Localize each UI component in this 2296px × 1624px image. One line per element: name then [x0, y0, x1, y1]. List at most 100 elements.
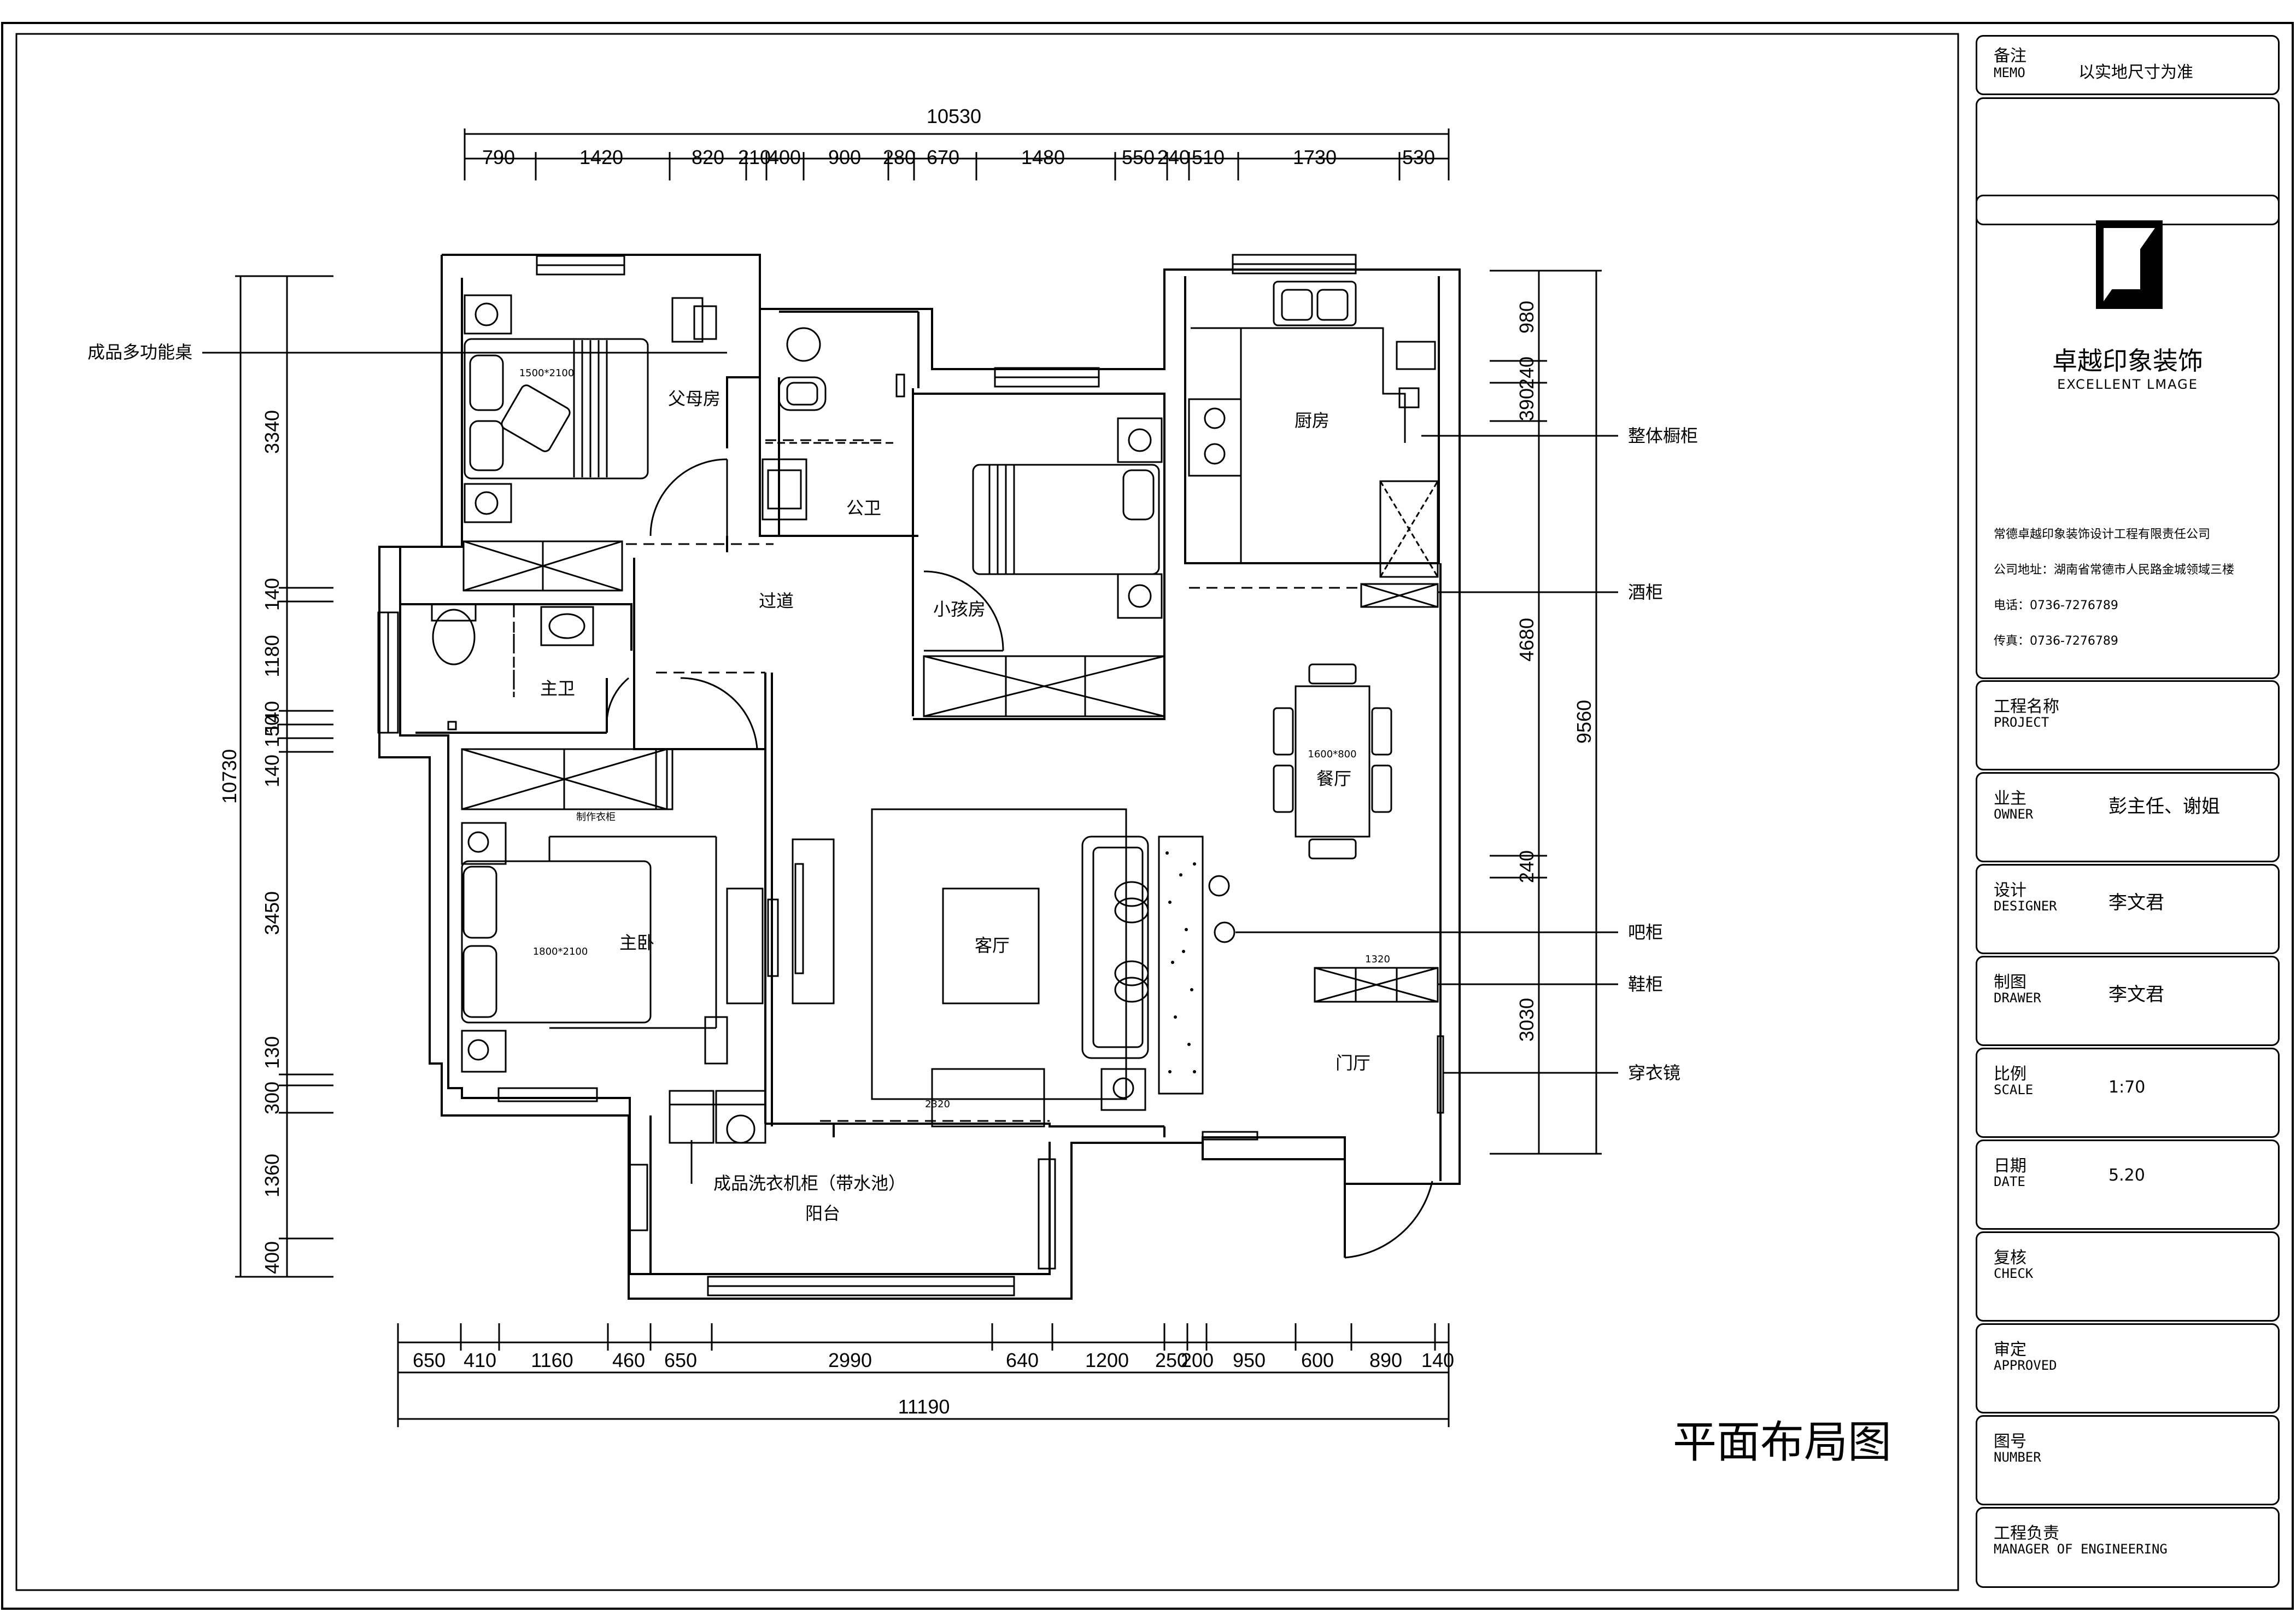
wardrobe-note: 制作衣柜	[576, 811, 616, 823]
dim-right: 4680	[1515, 618, 1538, 662]
bar-cabinet	[1158, 836, 1204, 1095]
company-phone: 电话：0736-7276789	[1994, 599, 2118, 612]
leader-lines	[202, 352, 1618, 1184]
check-label-en: CHECK	[1994, 1266, 2034, 1281]
project-label: 工程名称	[1994, 697, 2059, 716]
dim-bottom: 600	[1301, 1349, 1334, 1371]
drawer-cell: 制图 DRAWER 李文君	[1976, 956, 2280, 1046]
dim-top: 820	[692, 146, 724, 168]
dim-top: 1480	[1021, 146, 1065, 168]
approved-label-en: APPROVED	[1994, 1358, 2057, 1373]
bar-hatch	[1165, 851, 1196, 1073]
company-logo-icon	[2096, 220, 2163, 309]
company-cell: 卓越印象装饰 EXCELLENT LMAGE 常德卓越印象装饰设计工程有限责任公…	[1976, 195, 2280, 679]
room-label-parents: 父母房	[668, 388, 721, 409]
dim-left-total: 10730	[218, 749, 241, 804]
memo-label: 备注	[1994, 46, 2026, 66]
dim-right: 390	[1515, 388, 1538, 421]
walls	[378, 254, 1461, 1300]
dim-bottom-total: 11190	[898, 1395, 950, 1418]
master-bed-size: 1800*2100	[533, 946, 588, 957]
dim-top: 210	[738, 146, 771, 168]
scale-label-en: SCALE	[1994, 1082, 2034, 1097]
company-address: 公司地址：湖南省常德市人民路金城领域三楼	[1994, 563, 2235, 577]
dim-left: 140	[261, 755, 283, 787]
outer-frame	[1, 22, 2294, 1610]
sofa	[1081, 836, 1149, 1059]
number-cell: 图号 NUMBER	[1976, 1415, 2280, 1505]
company-name-en: EXCELLENT LMAGE	[2057, 377, 2198, 392]
date-value: 5.20	[2108, 1166, 2145, 1185]
dim-bottom: 200	[1181, 1349, 1214, 1371]
dim-top: 530	[1402, 146, 1435, 168]
bottom-dimension-labels: 650 410 1160 460 650 2990 640 1200 250 2…	[413, 1349, 1454, 1418]
designer-value: 李文君	[2108, 892, 2164, 914]
date-label-en: DATE	[1994, 1174, 2025, 1189]
dim-left: 400	[261, 1241, 283, 1274]
drawer-label-en: DRAWER	[1994, 990, 2041, 1006]
callout-bar: 吧柜	[1628, 922, 1663, 943]
room-label-kitchen: 厨房	[1295, 410, 1329, 431]
dim-left: 140	[261, 701, 283, 734]
room-labels: 父母房 公卫 厨房 过道 小孩房 主卫 餐厅 主卧 客厅 门厅 阳台	[540, 388, 1370, 1224]
memo-value: 以实地尺寸为准	[2078, 63, 2193, 82]
windows	[377, 254, 1444, 1296]
dim-bottom: 250	[1155, 1349, 1188, 1371]
dim-left: 140	[261, 578, 283, 611]
dim-bottom: 140	[1421, 1349, 1454, 1371]
memo-cell: 备注 MEMO 以实地尺寸为准	[1976, 35, 2280, 95]
manager-label-en: MANAGER OF ENGINEERING	[1994, 1541, 2168, 1557]
dim-right-total: 9560	[1573, 700, 1595, 744]
dim-left: 300	[261, 1082, 283, 1114]
dim-left: 3340	[261, 410, 283, 454]
callout-labels: 成品多功能桌 整体橱柜 酒柜 吧柜 鞋柜 穿衣镜 成品洗衣机柜（带水池）	[87, 342, 1698, 1194]
designer-label-en: DESIGNER	[1994, 898, 2057, 914]
callout-wine: 酒柜	[1628, 582, 1663, 603]
furniture-labels: 1500*2100 1800*2100 1600*800 1320 2320 制…	[519, 367, 1390, 1110]
parents-bed	[464, 338, 649, 480]
project-cell: 工程名称 PROJECT	[1976, 680, 2280, 770]
manager-cell: 工程负责 MANAGER OF ENGINEERING	[1976, 1507, 2280, 1588]
scale-label: 比例	[1994, 1065, 2026, 1084]
number-label-en: NUMBER	[1994, 1450, 2041, 1465]
approved-label: 审定	[1994, 1340, 2026, 1359]
dim-top: 900	[828, 146, 861, 168]
dim-left: 3450	[261, 891, 283, 935]
dim-bottom: 650	[413, 1349, 446, 1371]
dim-left: 1360	[261, 1154, 283, 1197]
dim-bottom: 640	[1006, 1349, 1039, 1371]
project-label-en: PROJECT	[1994, 715, 2049, 730]
dim-bottom: 410	[464, 1349, 496, 1371]
dim-right: 240	[1515, 850, 1538, 883]
dim-bottom: 650	[664, 1349, 697, 1371]
dim-top: 550	[1122, 146, 1155, 168]
callout-laundry: 成品洗衣机柜（带水池）	[713, 1173, 906, 1194]
doors	[513, 439, 1433, 1259]
parents-bed-size: 1500*2100	[519, 367, 575, 379]
dim-left: 1180	[261, 635, 283, 677]
check-cell: 复核 CHECK	[1976, 1231, 2280, 1322]
callout-cabinet: 整体橱柜	[1628, 425, 1698, 446]
dim-right: 240	[1515, 357, 1538, 389]
designer-cell: 设计 DESIGNER 李文君	[1976, 864, 2280, 954]
dining-table-size: 1600*800	[1308, 749, 1356, 760]
approved-cell: 审定 APPROVED	[1976, 1323, 2280, 1413]
top-dimension-labels: 10530 790 1420 820 210 400 900 280 670 1…	[482, 105, 1435, 168]
left-dimension-labels: 10730 3340 140 1180 140 150 140 3450 130…	[218, 410, 283, 1274]
dim-top: 400	[768, 146, 801, 168]
dim-top: 280	[883, 146, 916, 168]
check-label: 复核	[1994, 1248, 2026, 1267]
shoe-cabinet-width: 1320	[1365, 954, 1390, 965]
dim-left: 130	[261, 1036, 283, 1069]
room-label-living: 客厅	[975, 935, 1010, 956]
scale-cell: 比例 SCALE 1:70	[1976, 1048, 2280, 1138]
dim-right: 980	[1515, 301, 1538, 334]
room-label-corridor: 过道	[759, 591, 794, 611]
dim-bottom: 950	[1233, 1349, 1266, 1371]
callout-desk: 成品多功能桌	[87, 342, 192, 363]
company-full-name: 常德卓越印象装饰设计工程有限责任公司	[1994, 528, 2211, 541]
dimension-lines	[239, 133, 1597, 1420]
room-label-public-bath: 公卫	[846, 498, 881, 518]
manager-label: 工程负责	[1994, 1524, 2059, 1543]
